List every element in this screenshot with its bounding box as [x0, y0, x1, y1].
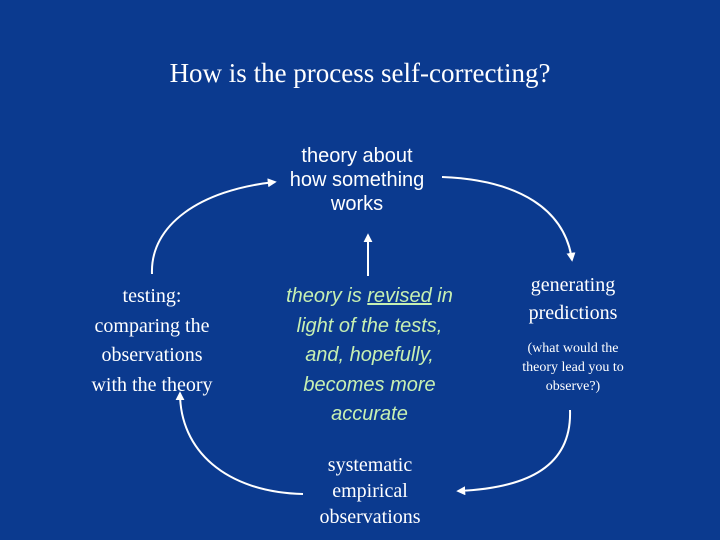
node-predictions-note-line: theory lead you to	[522, 359, 624, 375]
node-testing-line: testing:	[122, 285, 182, 307]
node-testing-line: observations	[101, 344, 203, 367]
arrow-theory-to-predictions	[441, 176, 576, 262]
node-testing: testing: comparing the observations with…	[62, 282, 242, 400]
arrow-predictions-to-observations	[456, 409, 572, 496]
node-revision-line: and, hopefully,	[305, 344, 434, 367]
slide-title: How is the process self-correcting?	[169, 58, 551, 88]
arrow-observations-to-testing	[175, 391, 304, 495]
node-observations: systematic empirical observations	[280, 452, 460, 530]
node-revision-line: theory is revised in	[262, 282, 477, 312]
node-observations-line: empirical	[332, 480, 408, 502]
node-observations-line: systematic	[327, 454, 413, 476]
node-theory-line: works	[330, 193, 384, 215]
node-revision-line: becomes more	[303, 373, 436, 396]
node-revision-prefix: theory is	[286, 285, 368, 307]
node-revision-line: accurate	[331, 403, 408, 426]
node-theory-line: how something	[289, 169, 425, 191]
node-theory-line: theory about	[301, 145, 413, 167]
node-testing-line: comparing the	[94, 314, 210, 337]
node-revision-suffix: in	[431, 285, 453, 307]
node-observations-line: observations	[319, 506, 421, 528]
arrow-testing-to-theory	[150, 178, 277, 275]
node-revision-line: light of the tests,	[296, 314, 443, 337]
node-revision-emphasis: revised	[367, 285, 432, 307]
node-predictions-note-line: (what would the	[527, 341, 619, 356]
node-testing-line: with the theory	[91, 373, 213, 396]
node-predictions-line: generating	[530, 274, 616, 296]
node-theory: theory about how something works	[262, 144, 452, 216]
node-predictions: generating predictions	[488, 271, 658, 327]
node-revision: theory is revised in light of the tests,…	[262, 282, 477, 430]
node-predictions-line: predictions	[528, 302, 618, 324]
node-predictions-note: (what would the theory lead you to obser…	[488, 340, 658, 397]
node-predictions-note-line: observe?)	[545, 378, 601, 394]
